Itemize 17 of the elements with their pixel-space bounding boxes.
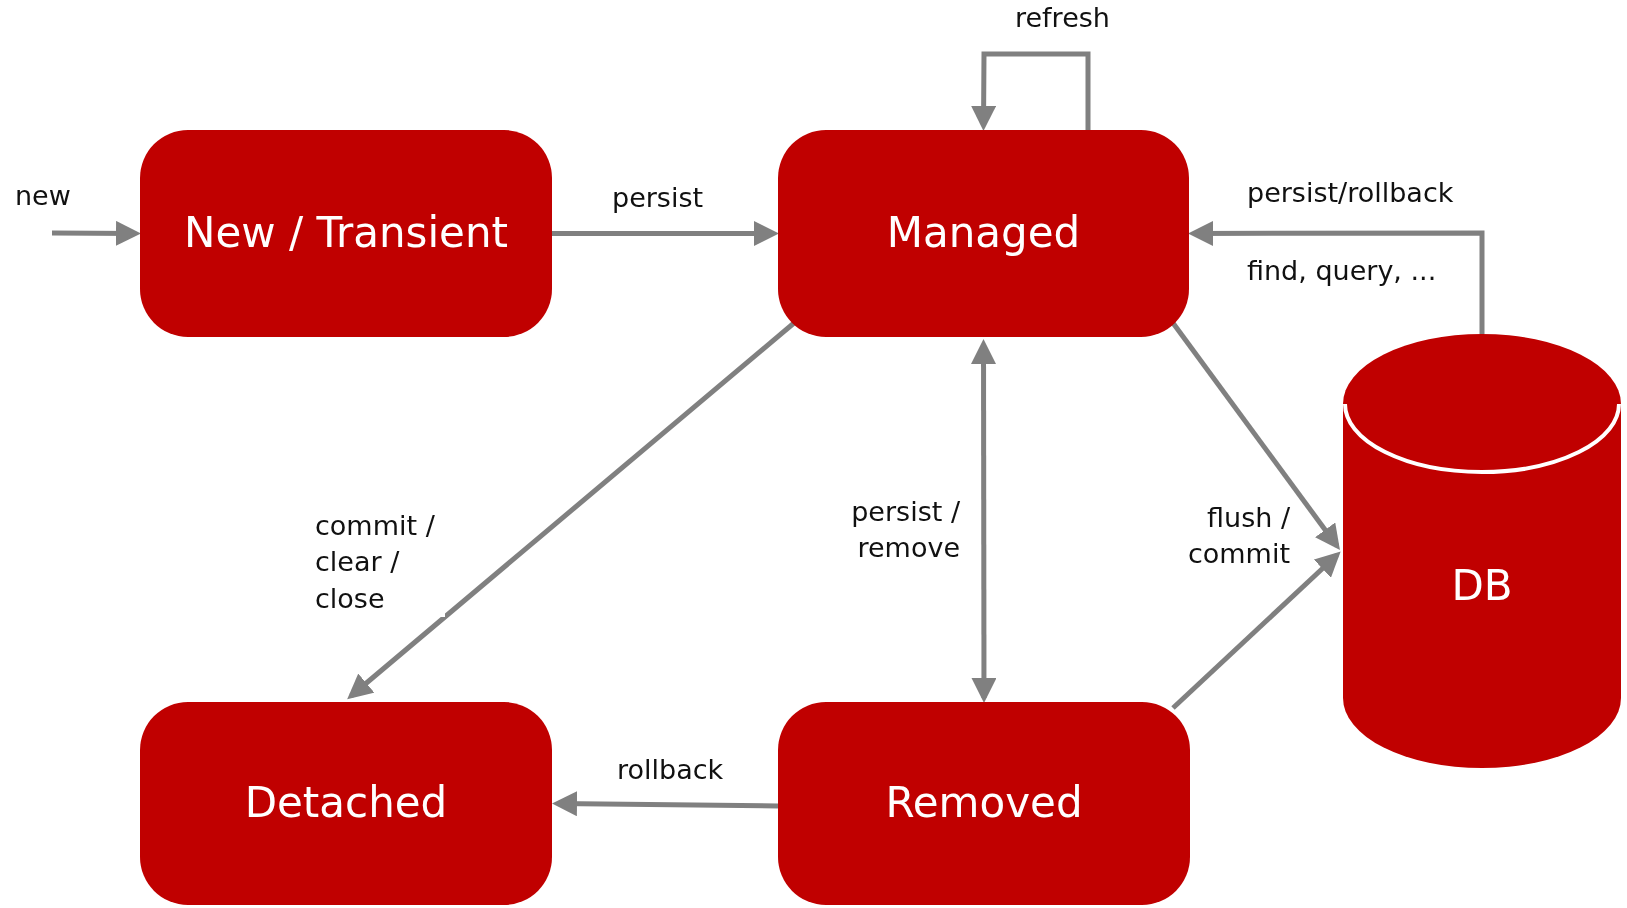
state-box: [140, 130, 552, 337]
state-box: [140, 702, 552, 905]
arrow: [552, 221, 779, 246]
state-box: [778, 702, 1190, 905]
arrow: [1171, 321, 1340, 551]
state-name: DB: [1451, 560, 1513, 612]
state-name: Removed: [885, 778, 1083, 829]
arrow: [971, 51, 1091, 131]
arrow: [1188, 220, 1485, 334]
state-name: New / Transient: [183, 208, 508, 259]
state-name: Detached: [244, 778, 448, 829]
arrow: [552, 791, 779, 817]
arrow: [971, 339, 997, 703]
state-name: Managed: [886, 208, 1081, 259]
arrow: [52, 220, 141, 246]
state-box: [778, 130, 1189, 337]
arrow: [1171, 551, 1341, 710]
